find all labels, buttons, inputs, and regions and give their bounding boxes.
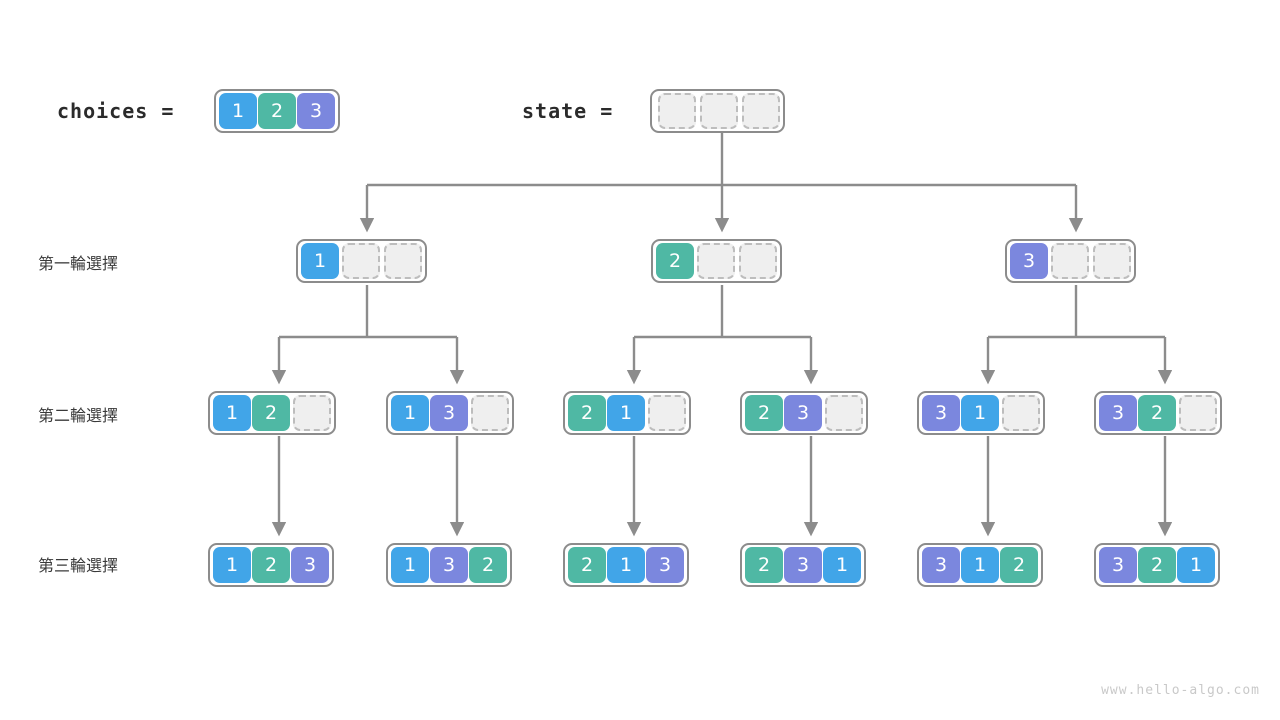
state-cell-1: [700, 93, 738, 129]
level2-node-1-cell-1: 3: [430, 395, 468, 431]
level2-node-3-cell-0: 2: [745, 395, 783, 431]
state-label: state =: [522, 99, 614, 123]
level2-node-2-cell-2: [648, 395, 686, 431]
level3-node-2-cell-2: 3: [646, 547, 684, 583]
level1-node-0-cell-0: 1: [301, 243, 339, 279]
level3-node-3-cell-0: 2: [745, 547, 783, 583]
level1-node-1: 2: [651, 239, 782, 283]
level3-node-4-cell-1: 1: [961, 547, 999, 583]
level3-node-3: 2 3 1: [740, 543, 866, 587]
level2-node-1-cell-2: [471, 395, 509, 431]
row-label-round-3: 第三輪選擇: [38, 556, 119, 575]
level3-node-1-cell-2: 2: [469, 547, 507, 583]
level2-node-0-cell-1: 2: [252, 395, 290, 431]
level2-node-2-cell-0: 2: [568, 395, 606, 431]
state-cell-2: [742, 93, 780, 129]
level2-node-5-cell-1: 2: [1138, 395, 1176, 431]
level2-node-4-cell-1: 1: [961, 395, 999, 431]
level2-node-4-cell-0: 3: [922, 395, 960, 431]
level2-node-4-cell-2: [1002, 395, 1040, 431]
level1-node-1-cell-1: [697, 243, 735, 279]
level3-node-5-cell-1: 2: [1138, 547, 1176, 583]
row-label-round-2: 第二輪選擇: [38, 406, 119, 425]
level3-node-0-cell-0: 1: [213, 547, 251, 583]
level3-node-1-cell-1: 3: [430, 547, 468, 583]
level2-node-5-cell-2: [1179, 395, 1217, 431]
level3-node-3-cell-1: 3: [784, 547, 822, 583]
level3-node-1-cell-0: 1: [391, 547, 429, 583]
level2-node-3: 2 3: [740, 391, 868, 435]
choices-cell-1: 2: [258, 93, 296, 129]
level2-node-1: 1 3: [386, 391, 514, 435]
level3-node-0: 1 2 3: [208, 543, 334, 587]
state-cell-0: [658, 93, 696, 129]
state-array: [650, 89, 785, 133]
level1-node-0-cell-1: [342, 243, 380, 279]
level2-node-1-cell-0: 1: [391, 395, 429, 431]
level3-node-2-cell-0: 2: [568, 547, 606, 583]
level3-node-2-cell-1: 1: [607, 547, 645, 583]
row-label-round-1: 第一輪選擇: [38, 254, 119, 273]
level2-node-5-cell-0: 3: [1099, 395, 1137, 431]
choices-cell-0: 1: [219, 93, 257, 129]
level2-node-2-cell-1: 1: [607, 395, 645, 431]
level2-node-2: 2 1: [563, 391, 691, 435]
level3-node-4: 3 1 2: [917, 543, 1043, 587]
level2-node-3-cell-2: [825, 395, 863, 431]
level1-node-0: 1: [296, 239, 427, 283]
choices-cell-2: 3: [297, 93, 335, 129]
level2-node-0-cell-0: 1: [213, 395, 251, 431]
level1-node-2-cell-2: [1093, 243, 1131, 279]
level3-node-0-cell-1: 2: [252, 547, 290, 583]
level2-node-4: 3 1: [917, 391, 1045, 435]
level2-node-5: 3 2: [1094, 391, 1222, 435]
level3-node-0-cell-2: 3: [291, 547, 329, 583]
level2-node-0-cell-2: [293, 395, 331, 431]
level1-node-2-cell-1: [1051, 243, 1089, 279]
level2-node-3-cell-1: 3: [784, 395, 822, 431]
level1-node-1-cell-0: 2: [656, 243, 694, 279]
level3-node-4-cell-2: 2: [1000, 547, 1038, 583]
level3-node-2: 2 1 3: [563, 543, 689, 587]
level1-node-2: 3: [1005, 239, 1136, 283]
choices-array: 1 2 3: [214, 89, 340, 133]
choices-label: choices =: [57, 99, 175, 123]
level3-node-5-cell-0: 3: [1099, 547, 1137, 583]
level2-node-0: 1 2: [208, 391, 336, 435]
level3-node-1: 1 3 2: [386, 543, 512, 587]
site-watermark: www.hello-algo.com: [1101, 683, 1260, 698]
level3-node-3-cell-2: 1: [823, 547, 861, 583]
level1-node-2-cell-0: 3: [1010, 243, 1048, 279]
level3-node-5: 3 2 1: [1094, 543, 1220, 587]
level3-node-4-cell-0: 3: [922, 547, 960, 583]
level3-node-5-cell-2: 1: [1177, 547, 1215, 583]
level1-node-1-cell-2: [739, 243, 777, 279]
level1-node-0-cell-2: [384, 243, 422, 279]
